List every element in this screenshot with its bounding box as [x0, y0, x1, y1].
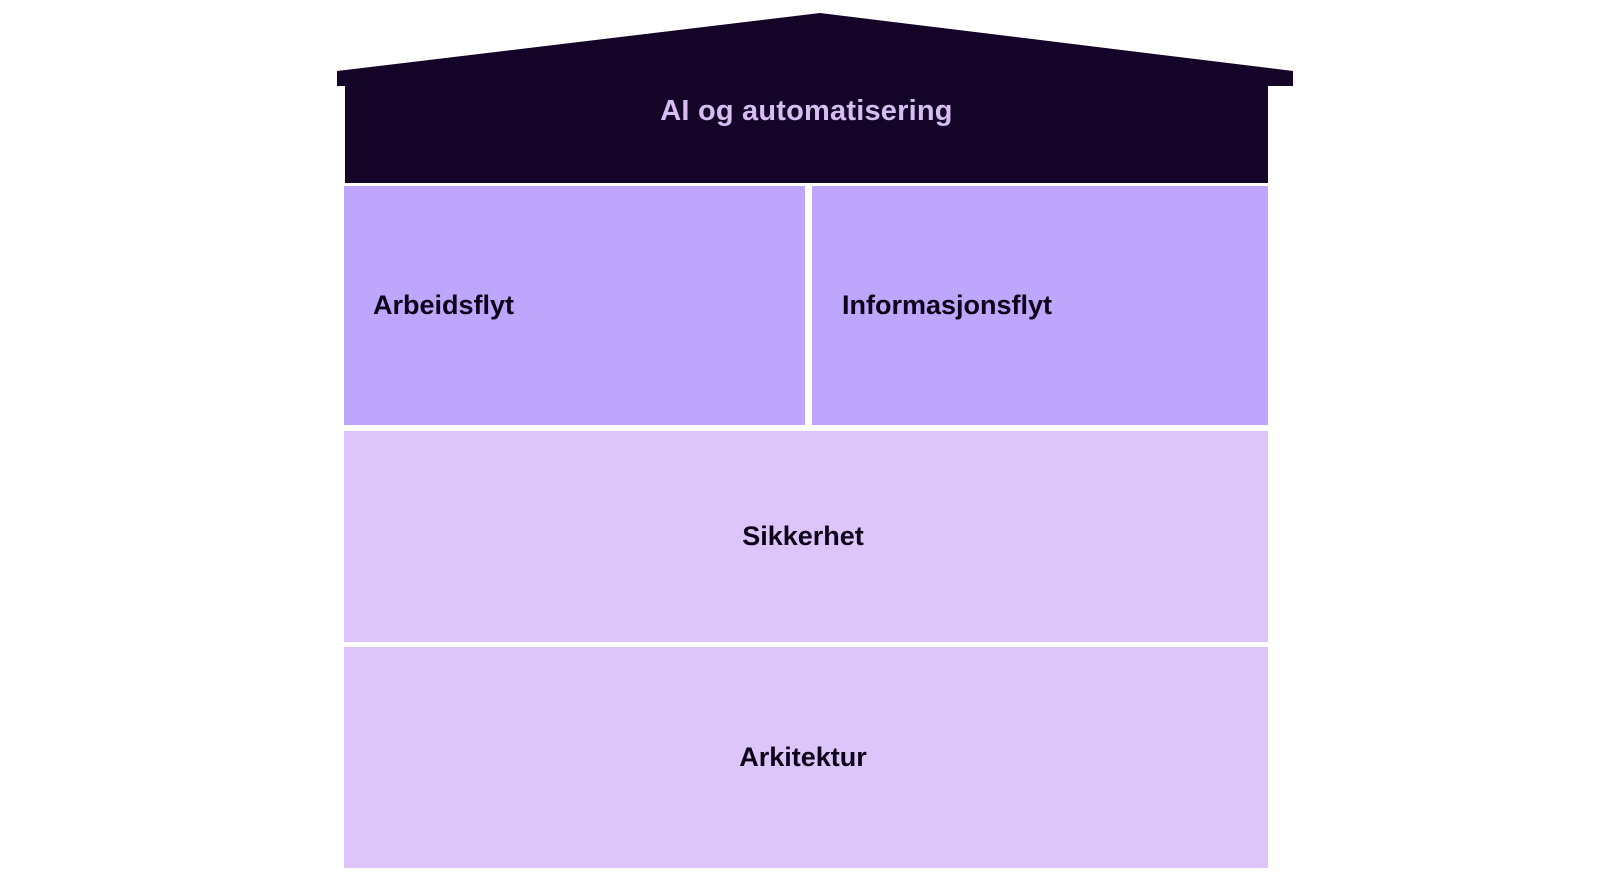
block-arbeidsflyt[interactable]: Arbeidsflyt [344, 186, 805, 425]
block-informasjonsflyt-label: Informasjonsflyt [842, 289, 1053, 320]
roof-title-label: AI og automatisering [660, 95, 953, 127]
row-flows: Arbeidsflyt Informasjonsflyt [344, 186, 1268, 425]
vertical-divider [805, 186, 812, 425]
block-arbeidsflyt-label: Arbeidsflyt [373, 289, 515, 320]
house-body: Arbeidsflyt Informasjonsflyt Sikkerhet A… [344, 186, 1268, 868]
row-security: Sikkerhet [344, 431, 1268, 642]
row-architecture: Arkitektur [344, 647, 1268, 868]
block-sikkerhet[interactable]: Sikkerhet [344, 431, 1268, 642]
block-sikkerhet-label: Sikkerhet [742, 520, 864, 551]
block-informasjonsflyt[interactable]: Informasjonsflyt [812, 186, 1268, 425]
block-arkitektur-label: Arkitektur [739, 741, 867, 772]
block-arkitektur[interactable]: Arkitektur [344, 647, 1268, 868]
